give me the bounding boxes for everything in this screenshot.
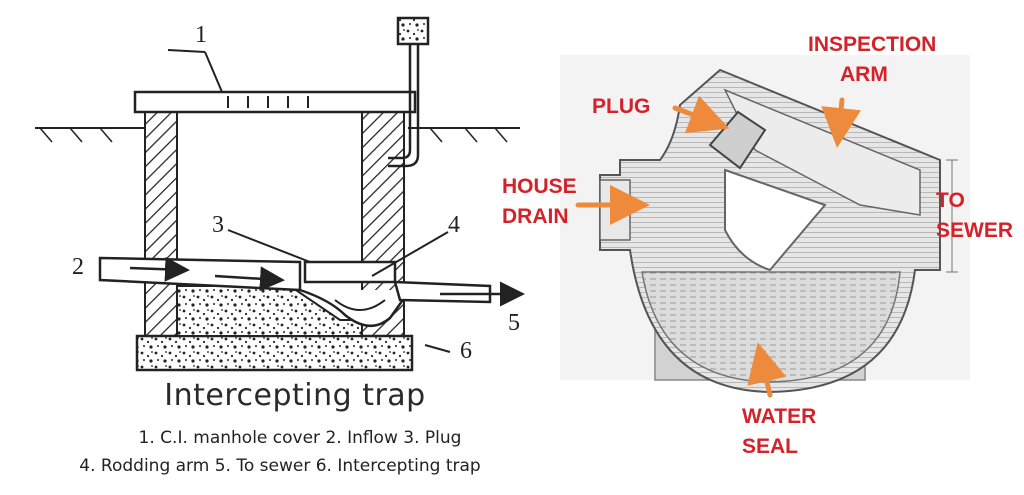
water-seal-arrow	[747, 342, 787, 398]
vent-pipe	[388, 40, 420, 168]
orange-arrows	[575, 95, 862, 398]
trap-water	[334, 299, 386, 311]
base-concrete	[135, 334, 414, 372]
inflow-pipe	[98, 256, 302, 292]
left-wall	[144, 111, 178, 339]
water-seal-line-1: WATER	[742, 405, 817, 428]
inspection-arm-line-1: INSPECTION	[808, 33, 937, 56]
label-number-4: 4	[448, 212, 460, 238]
house-drain-inlet	[599, 179, 631, 241]
label-number-1: 1	[195, 22, 207, 48]
plug-label: PLUG	[592, 95, 651, 118]
label-number-6: 6	[460, 338, 472, 364]
ground-line	[35, 127, 520, 143]
cover-grating	[227, 96, 309, 108]
leader-lines	[167, 49, 451, 353]
figure-title: Intercepting trap	[164, 378, 426, 413]
inspection-arm-arrow	[821, 97, 862, 148]
house-drain-line-1: HOUSE	[502, 175, 577, 198]
manhole-sketch: 1 2 3 4 5 6	[35, 16, 525, 372]
outlet-dimension	[946, 159, 958, 273]
inspection-arm-line-2: ARM	[840, 63, 888, 86]
trap-section-drawing	[560, 55, 970, 398]
to-sewer-line-2: SEWER	[936, 219, 1014, 242]
flow-arrow	[214, 266, 285, 292]
label-number-3: 3	[212, 212, 224, 238]
to-sewer-label: TO SEWER	[936, 186, 1013, 246]
plug-block	[303, 260, 397, 284]
intercepting-trap-figure: 1 2 3 4 5 6 Intercepting trap 1. C.I. ma…	[35, 16, 525, 476]
water-seal-label: WATER SEAL	[742, 402, 816, 462]
manhole-cover-slab	[133, 90, 417, 114]
label-number-5: 5	[508, 310, 520, 336]
house-drain-line-2: DRAIN	[502, 205, 569, 228]
inflow-arrow	[129, 256, 190, 282]
plug-arrow	[672, 95, 730, 134]
label-number-2: 2	[72, 254, 84, 280]
house-drain-label: HOUSE DRAIN	[502, 172, 577, 232]
outlet-pipe	[393, 280, 492, 304]
trap-cross-section-figure: INSPECTION ARM PLUG HOUSE DRAIN TO SEWER…	[502, 0, 1024, 495]
to-sewer-line-1: TO	[936, 189, 965, 212]
inspection-arm-label: INSPECTION ARM	[808, 30, 936, 90]
interior-triangle	[724, 168, 827, 272]
legend-line-1: 1. C.I. manhole cover 2. Inflow 3. Plug	[138, 428, 462, 448]
vent-cap	[396, 16, 430, 46]
water-seal-line-2: SEAL	[742, 435, 799, 458]
legend-line-2: 4. Rodding arm 5. To sewer 6. Intercepti…	[79, 456, 481, 476]
